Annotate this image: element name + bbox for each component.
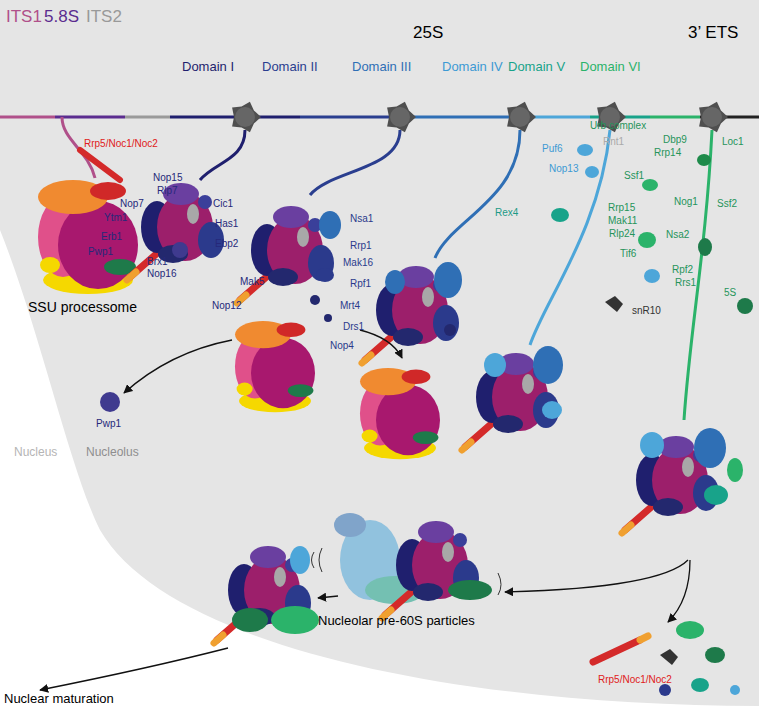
label-text: Domain VI bbox=[580, 60, 641, 74]
label-text: Domain IV bbox=[442, 60, 503, 74]
label-text: Rpf2 bbox=[672, 264, 693, 275]
label-text: Urb complex bbox=[590, 120, 646, 131]
label-text: Ssf1 bbox=[624, 170, 644, 181]
label-text: Erb1 bbox=[101, 231, 122, 242]
label-text: Tif6 bbox=[620, 248, 636, 259]
label-text: Rrs1 bbox=[675, 277, 696, 288]
label-text: 25S bbox=[413, 24, 443, 43]
label-text: Rnt1 bbox=[603, 136, 624, 147]
label-text: snR10 bbox=[632, 305, 661, 316]
label-text: Nop15 bbox=[153, 172, 182, 183]
label-text: Nucleolus bbox=[86, 446, 139, 459]
label-text: Rlp24 bbox=[609, 228, 635, 239]
label-text: ITS2 bbox=[86, 8, 122, 27]
label-text: Nucleus bbox=[14, 446, 57, 459]
label-text: Pwp1 bbox=[88, 246, 113, 257]
label-text: Nop7 bbox=[120, 198, 144, 209]
label-text: 3’ ETS bbox=[688, 24, 738, 43]
label-text: Nsa2 bbox=[666, 229, 689, 240]
label-text: Domain III bbox=[352, 60, 411, 74]
label-text: Mak16 bbox=[343, 257, 373, 268]
label-text: Mak5 bbox=[240, 276, 264, 287]
label-text: Rrp15 bbox=[608, 202, 635, 213]
label-text: Rrp5/Noc1/Noc2 bbox=[598, 674, 672, 685]
label-text: Drs1 bbox=[343, 321, 364, 332]
label-text: Domain I bbox=[182, 60, 234, 74]
label-text: Nog1 bbox=[674, 196, 698, 207]
label-text: Has1 bbox=[215, 218, 238, 229]
label-text: Ssf2 bbox=[717, 198, 737, 209]
label-text: Pwp1 bbox=[96, 418, 121, 429]
label-text: Ytm1 bbox=[104, 212, 127, 223]
label-text: Rrp14 bbox=[654, 147, 681, 158]
label-text: 5.8S bbox=[44, 8, 79, 27]
label-text: Domain V bbox=[508, 60, 565, 74]
label-text: SSU processome bbox=[28, 300, 137, 315]
label-text: Nucleolar pre-60S particles bbox=[318, 614, 475, 628]
label-text: Rrp1 bbox=[350, 240, 372, 251]
label-text: Nop4 bbox=[330, 340, 354, 351]
label-text: Nop13 bbox=[549, 163, 578, 174]
label-text: Nsa1 bbox=[350, 213, 373, 224]
label-text: Dbp9 bbox=[663, 134, 687, 145]
label-text: Nop16 bbox=[147, 268, 176, 279]
label-text: Rrp5/Noc1/Noc2 bbox=[84, 138, 158, 149]
label-text: Rpf1 bbox=[350, 278, 371, 289]
label-text: Nuclear maturation bbox=[4, 692, 114, 706]
label-text: 5S bbox=[724, 287, 736, 298]
label-text: Loc1 bbox=[722, 136, 744, 147]
label-text: Domain II bbox=[262, 60, 318, 74]
label-text: Ebp2 bbox=[215, 238, 238, 249]
label-text: Rlp7 bbox=[157, 185, 178, 196]
label-text: ITS1 bbox=[6, 8, 42, 27]
label-text: Rex4 bbox=[495, 207, 518, 218]
label-text: Mak11 bbox=[608, 215, 637, 226]
label-text: Cic1 bbox=[213, 198, 233, 209]
label-text: Nop12 bbox=[212, 300, 241, 311]
label-text: Puf6 bbox=[542, 143, 563, 154]
label-text: Brx1 bbox=[147, 256, 168, 267]
label-text: Mrt4 bbox=[340, 300, 360, 311]
